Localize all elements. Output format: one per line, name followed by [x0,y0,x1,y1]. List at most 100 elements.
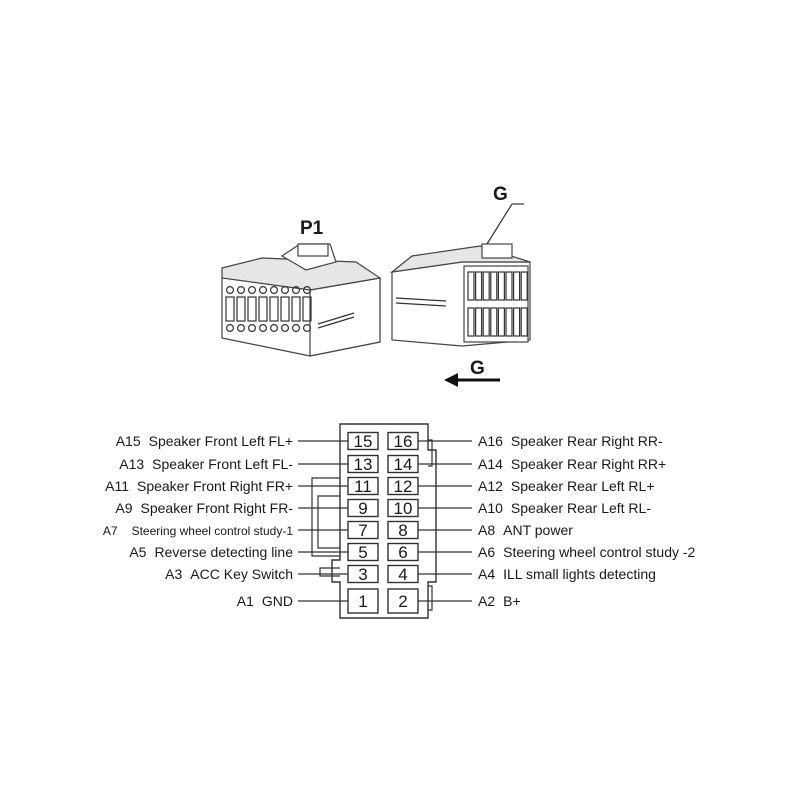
p1-hole [237,324,246,333]
pin-number: 10 [394,499,413,518]
insertion-arrow [444,373,500,387]
pin-number: 8 [398,521,407,540]
pin-code: A13 [119,456,144,472]
pin-number: 16 [394,432,413,451]
pin-code: A5 [129,544,146,560]
pin-code: A3 [165,566,182,582]
pin-desc: Speaker Front Right FR+ [137,478,293,494]
pin-number: 3 [358,565,367,584]
pin-desc: Speaker Rear Right RR- [511,433,663,449]
g-socket [497,307,505,337]
pin-code: A2 [478,593,495,609]
pin-number: 13 [354,455,373,474]
g-socket [475,271,483,301]
pin-desc: Steering wheel control study -2 [503,544,695,560]
p1-hole [226,324,235,333]
p1-slot [236,296,246,322]
p1-pin-holes [225,286,312,333]
pin-code: A16 [478,433,503,449]
g-socket [482,271,490,301]
pin-desc: GND [262,593,293,609]
p1-label: P1 [300,218,324,239]
g-socket [505,307,513,337]
pin-number: 12 [394,477,413,496]
g-pin-holes [467,271,528,337]
p1-slot [280,296,290,322]
pin-desc: Speaker Front Right FR- [141,500,294,516]
left-pin-label: A15 Speaker Front Left FL+ [116,433,293,449]
p1-hole [270,286,279,295]
housing-clips [311,439,433,611]
pin-number: 9 [358,499,367,518]
p1-slot [302,296,312,322]
p1-slot [247,296,257,322]
right-pin-label: A14 Speaker Rear Right RR+ [478,456,666,472]
g-socket [520,307,528,337]
pin-desc: Speaker Front Left FL+ [149,433,293,449]
g-socket [475,307,483,337]
p1-hole [270,324,279,333]
pin-box [387,588,419,614]
g-socket [467,271,475,301]
p1-hole [303,324,312,333]
pin-code: A8 [478,522,495,538]
p1-hole [259,324,268,333]
pin-number: 14 [394,455,413,474]
pin-number: 11 [354,477,372,496]
g-socket [520,271,528,301]
pin-box [347,588,379,614]
pin-desc: Speaker Rear Left RL- [511,500,651,516]
p1-slot [258,296,268,322]
pin-desc: ANT power [503,522,573,538]
p1-hole [281,286,290,295]
p1-hole [259,286,268,295]
g-top-label: G [493,184,508,205]
g-connector-drawing [389,203,531,347]
pin-desc: Speaker Rear Right RR+ [511,456,666,472]
g-socket [512,307,521,337]
p1-connector-drawing [221,243,382,357]
left-pin-label: A3 ACC Key Switch [165,566,293,582]
pin-desc: ACC Key Switch [190,566,293,582]
pin-code: A7 [103,524,118,538]
right-pin-label: A6 Steering wheel control study -2 [478,544,696,560]
g-socket [490,271,498,301]
p1-slot [225,296,235,322]
pin-code: A12 [478,478,503,494]
g-socket [497,271,505,301]
pin-desc: B+ [503,593,521,609]
p1-hole [237,286,246,295]
pin-code: A14 [478,456,503,472]
pin-number: 2 [398,592,407,611]
pin-number: 6 [398,543,407,562]
p1-hole [226,286,235,295]
p1-hole [292,324,301,333]
pin-desc: Steering wheel control study-1 [132,524,294,538]
left-pin-label: A11 Speaker Front Right FR+ [105,478,293,494]
p1-hole [248,324,257,333]
right-pin-label: A16 Speaker Rear Right RR- [478,433,663,449]
pin-number: 1 [358,592,367,611]
pin-code: A6 [478,544,495,560]
pin-code: A15 [116,433,141,449]
pin-code: A1 [237,593,254,609]
g-socket [467,307,475,337]
pin-number: 15 [354,432,373,451]
pin-code: A4 [478,566,495,582]
p1-slot [269,296,279,322]
left-pin-label: A1 GND [237,593,293,609]
pin-code: A11 [105,478,129,494]
g-socket [490,307,498,337]
pin-desc: Speaker Front Left FL- [152,456,293,472]
right-pin-label: A8 ANT power [478,522,573,538]
